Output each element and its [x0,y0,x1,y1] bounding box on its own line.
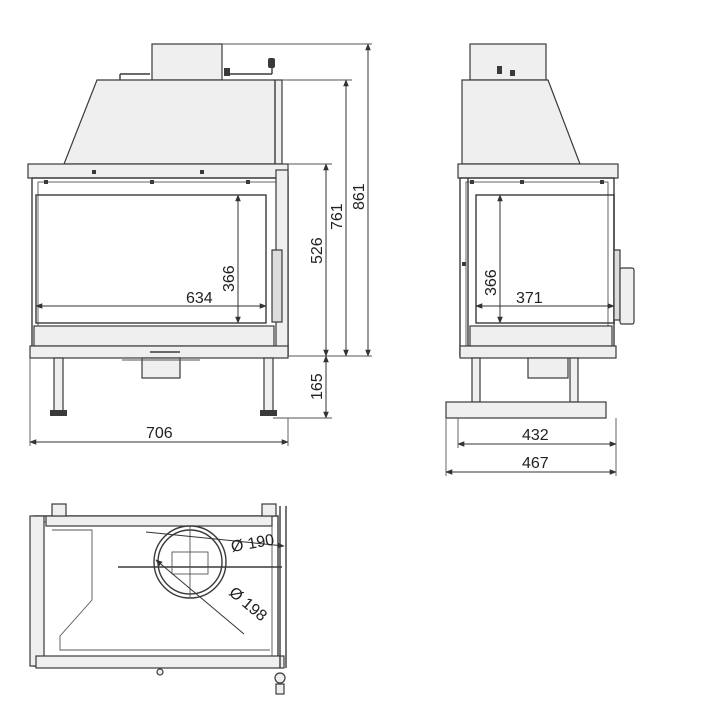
front-glass-height-label: 366 [221,265,238,292]
front-view [27,43,289,416]
side-top-band [457,163,619,179]
front-flue-collar [151,43,223,81]
side-base-plate [459,345,617,359]
front-glass [35,194,267,324]
front-left-leg [53,357,64,413]
front-hood-bracket [119,62,273,80]
front-leg-height-label: 165 [309,373,326,400]
side-bottom-rail [469,325,613,347]
front-door-handle [271,249,283,323]
side-air-intake [527,357,569,379]
side-dimensions [445,194,617,476]
front-top-height-label: 761 [329,203,346,230]
front-top-band [27,163,289,179]
front-dimensions [29,43,372,446]
side-hood [461,79,581,165]
front-hood [63,79,283,165]
side-glass-height-label: 366 [483,269,500,296]
side-left-leg [471,357,481,403]
side-depth-total-label: 467 [522,455,549,472]
side-right-leg [569,357,579,403]
side-glass [475,194,615,324]
plan-view [29,503,287,695]
plan-bottom-rail [35,655,285,669]
front-overall-width-label: 706 [146,425,173,442]
side-door-handle [619,267,635,325]
front-glass-width-label: 634 [186,290,213,307]
side-view [445,43,635,419]
side-glass-width-label: 371 [516,290,543,307]
front-right-leg [263,357,274,413]
front-total-height-label: 861 [351,183,368,210]
plan-right-foot [274,672,286,684]
plan-outlet-outer-label: Ø 198 [225,584,269,625]
side-floor-plate [445,401,607,419]
front-body-height-label: 526 [309,237,326,264]
side-depth-body-label: 432 [522,427,549,444]
plan-outlet-inner-label: Ø 190 [230,532,276,556]
front-air-intake [141,357,181,379]
side-flue-collar [469,43,547,81]
front-bottom-rail [33,325,275,347]
